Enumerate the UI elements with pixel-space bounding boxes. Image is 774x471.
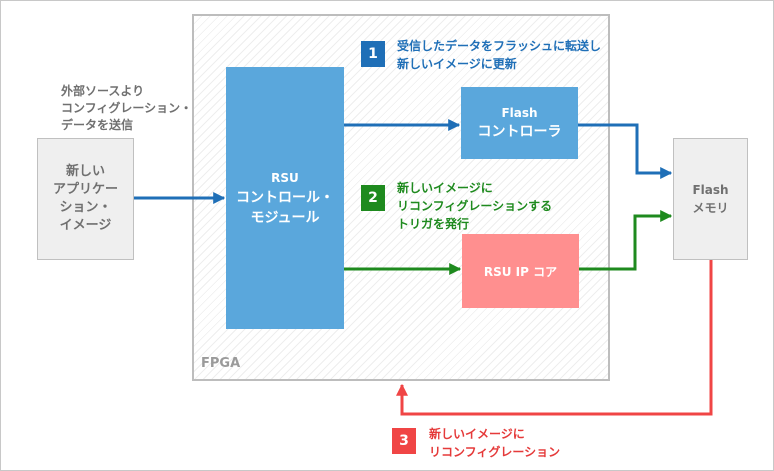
flash-controller-box: Flash コントローラ [461, 87, 578, 159]
step-1-line: 受信したデータをフラッシュに転送し [397, 39, 602, 53]
rsu-module-line: RSU [271, 171, 299, 185]
step-1-badge: 1 [361, 41, 385, 67]
step-2-text: 新しいイメージに リコンフィグレーションする トリガを発行 [397, 179, 552, 233]
new-app-line: ション・ [59, 200, 112, 215]
step-3-badge: 3 [392, 428, 416, 454]
step-3-text: 新しいイメージに リコンフィグレーション [429, 425, 560, 461]
step-2-line: 新しいイメージに [397, 181, 493, 195]
step-2-line: リコンフィグレーションする [397, 199, 553, 213]
source-note-line: コンフィグレーション・ [61, 101, 193, 115]
new-application-image-box: 新しい アプリケー ション・ イメージ [37, 138, 134, 260]
rsu-module-line: コントロール・ [236, 190, 334, 206]
new-app-line: イメージ [59, 218, 112, 233]
step-2-line: トリガを発行 [397, 217, 470, 231]
arrow-rsu-ip-to-memory [579, 210, 673, 271]
source-note-line: データを送信 [61, 118, 134, 132]
step-1-line: 新しいイメージに更新 [397, 57, 517, 71]
step-1-text: 受信したデータをフラッシュに転送し 新しいイメージに更新 [397, 37, 601, 73]
flash-controller-line: Flash [501, 106, 538, 120]
step-3-line: 新しいイメージに [429, 427, 525, 441]
flash-memory-line: メモリ [692, 201, 729, 215]
arrow-flash-controller-to-memory [578, 123, 673, 179]
step-3-line: リコンフィグレーション [429, 445, 561, 459]
rsu-module-line: モジュール [250, 210, 320, 226]
rsu-ip-core-box: RSU IP コア [462, 234, 579, 308]
source-note: 外部ソースより コンフィグレーション・ データを送信 [61, 83, 192, 134]
rsu-ip-label: RSU IP コア [483, 264, 558, 279]
fpga-label: FPGA [201, 356, 241, 371]
flash-controller-line: コントローラ [477, 124, 562, 140]
step-2-badge: 2 [361, 185, 385, 211]
rsu-control-module: RSU コントロール・ モジュール [226, 67, 344, 329]
flash-memory-line: Flash [692, 183, 729, 197]
new-app-line: 新しい [65, 164, 105, 179]
new-app-line: アプリケー [52, 182, 118, 197]
flash-memory-box: Flash メモリ [673, 138, 748, 260]
source-note-line: 外部ソースより [61, 84, 145, 98]
arrow-memory-to-fpga [396, 260, 713, 416]
